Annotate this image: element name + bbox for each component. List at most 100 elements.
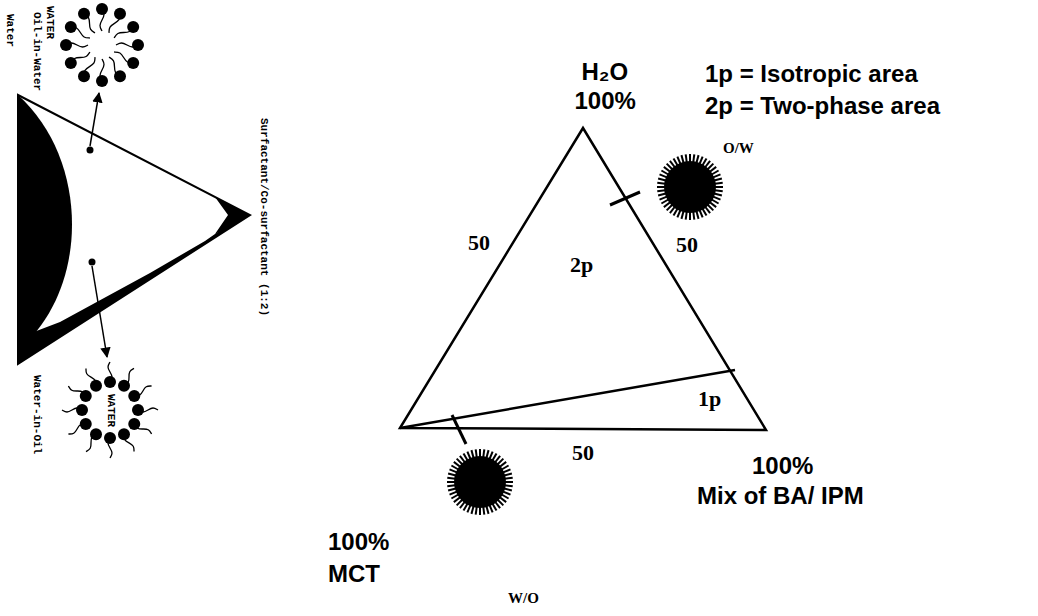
surfactant-head xyxy=(132,39,144,51)
composition-dot xyxy=(87,147,94,154)
micelle-outline xyxy=(655,152,725,222)
isotropic-tip xyxy=(215,197,250,234)
micelle-spike xyxy=(448,473,458,476)
micelle-spike xyxy=(448,488,458,491)
surfactant-head xyxy=(118,428,130,440)
micelle-spike xyxy=(483,449,484,459)
percent-label: 100% xyxy=(575,87,636,115)
micelle-spike xyxy=(489,503,493,512)
ternary-triangle xyxy=(400,128,766,430)
surfactant-head xyxy=(104,376,116,388)
micelle-spike xyxy=(711,174,720,178)
micelle-spike xyxy=(713,190,723,191)
micelle-spike xyxy=(681,209,684,219)
micelle-spike xyxy=(501,469,510,473)
surfactant-molecules xyxy=(60,3,144,87)
micelle-spike xyxy=(712,178,722,181)
micelle-spike xyxy=(476,449,477,459)
micelle-spike xyxy=(658,178,668,181)
legend-entry: 2p = Two-phase area xyxy=(705,92,940,120)
micelle-spike xyxy=(681,155,684,165)
micelle-spike xyxy=(447,481,457,483)
surfactant-head xyxy=(90,380,102,392)
surfactant-head xyxy=(114,8,126,20)
micelle-outline xyxy=(57,0,147,90)
micelle-spike xyxy=(693,210,694,220)
micelle-illustration: WATER xyxy=(57,0,147,90)
surfactant-head xyxy=(76,404,88,416)
tick-mark xyxy=(452,415,466,444)
micelle-spike xyxy=(503,478,513,479)
micelle-spike xyxy=(476,505,477,515)
scale-number: 50 xyxy=(572,440,594,465)
micelle-spike xyxy=(486,504,489,514)
micelle-spike xyxy=(502,473,512,476)
surfactant-head xyxy=(80,390,92,402)
micelle-spike xyxy=(677,157,681,166)
percent-label: 100% xyxy=(328,528,389,556)
region-label: 1p xyxy=(698,386,721,411)
composition-dot xyxy=(89,259,96,266)
micelle-spike xyxy=(502,488,512,491)
micelle-spike xyxy=(471,504,474,514)
vertex-label: MCT xyxy=(328,560,380,588)
percent-label: 100% xyxy=(752,452,813,480)
surfactant-head xyxy=(60,39,72,51)
micelle-spike xyxy=(712,193,722,196)
scale-number: 50 xyxy=(468,230,490,255)
micelle-node: O/W xyxy=(655,152,725,222)
micelle-spike xyxy=(696,155,699,165)
micelle-symbol xyxy=(447,449,513,515)
micelle-spike xyxy=(503,481,513,483)
vertex-label: Mix of BA/ IPM xyxy=(697,482,864,510)
micelle-core xyxy=(664,161,716,213)
micelle-node: W/O xyxy=(445,447,515,517)
micelle-spike xyxy=(660,196,669,200)
vertex-label: Water xyxy=(3,14,16,47)
isotropic-region xyxy=(18,95,72,350)
surfactant-head xyxy=(96,3,108,15)
micelle-spike xyxy=(486,450,489,460)
micelle-spike xyxy=(471,450,474,460)
tick-mark xyxy=(610,192,640,205)
surfactant-head xyxy=(128,390,140,402)
micelle-spike xyxy=(657,190,667,191)
micelle-spike xyxy=(713,183,723,184)
water-core-label: WATER xyxy=(104,394,117,427)
surfactant-head xyxy=(118,380,130,392)
surfactant-head xyxy=(127,21,139,33)
micelle-core xyxy=(454,456,506,508)
surfactant-head xyxy=(114,70,126,82)
legend-entry: 1p = Isotropic area xyxy=(705,60,918,88)
water-core-label: WATER xyxy=(43,6,56,39)
region-label: 2p xyxy=(570,252,593,277)
axis-label: Oil-in-Water xyxy=(30,12,43,91)
vertex-label: H₂O xyxy=(582,58,629,86)
surfactant-head xyxy=(78,70,90,82)
micelle-spike xyxy=(713,186,723,188)
micelle-spike xyxy=(447,478,457,479)
surfactant-head xyxy=(78,8,90,20)
micelle-label: O/W xyxy=(723,140,754,157)
micelle-spike xyxy=(479,449,481,459)
micelle-spike xyxy=(467,452,471,461)
scale-number: 50 xyxy=(676,232,698,257)
micelle-spike xyxy=(447,485,457,486)
micelle-spike xyxy=(657,183,667,184)
leader-arrow xyxy=(90,93,99,146)
leader-arrow xyxy=(92,266,107,357)
vertex-label: Surfactant/Co-surfactant (1:2) xyxy=(257,118,270,316)
ternary-triangle xyxy=(18,95,250,364)
micelle-illustration: WATER xyxy=(60,360,160,460)
surfactant-molecules xyxy=(62,362,158,458)
micelle-spike xyxy=(696,209,699,219)
micelle-spike xyxy=(686,210,687,220)
micelle-spike xyxy=(483,505,484,515)
surfactant-head xyxy=(65,57,77,69)
surfactant-head xyxy=(128,418,140,430)
micelle-spike xyxy=(450,491,459,495)
micelle-symbol xyxy=(657,154,723,220)
axis-label: Water-in-Oil xyxy=(30,375,43,454)
micelle-spike xyxy=(686,154,687,164)
